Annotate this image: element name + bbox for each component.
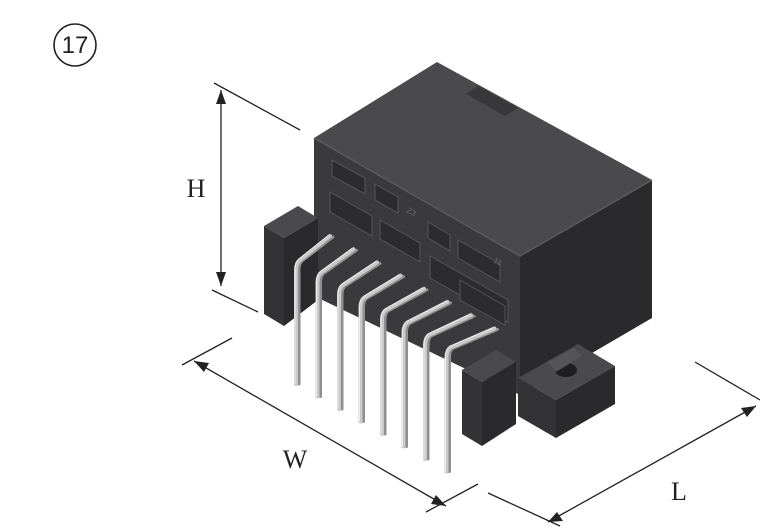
- housing-top-face: [314, 62, 652, 256]
- pin: [315, 247, 358, 399]
- dimension-length: [487, 361, 760, 527]
- left-mounting-peg: [264, 206, 318, 326]
- dimension-height: [211, 82, 301, 313]
- pin: [358, 273, 405, 424]
- height-label: H: [187, 174, 206, 203]
- right-mounting-peg: [462, 350, 516, 446]
- length-label: L: [671, 477, 687, 506]
- width-label: W: [283, 445, 308, 474]
- housing-side-face: [520, 180, 652, 395]
- pin: [380, 286, 429, 436]
- mounting-tab: [518, 344, 615, 438]
- pin-array: [294, 234, 499, 474]
- pin: [401, 300, 452, 449]
- pin: [444, 326, 499, 474]
- housing-top-notch: [466, 86, 518, 116]
- cavity-block: [329, 159, 509, 326]
- pin: [423, 313, 476, 461]
- dimension-width: [181, 337, 479, 513]
- figure-number-badge: 17: [53, 23, 97, 67]
- figure-number: 17: [62, 32, 89, 59]
- housing-mark: Z3: [405, 206, 418, 219]
- connector-housing: Z3 11: [264, 62, 653, 446]
- housing-front-face: [314, 138, 520, 395]
- pin: [337, 260, 382, 411]
- pin: [294, 234, 335, 386]
